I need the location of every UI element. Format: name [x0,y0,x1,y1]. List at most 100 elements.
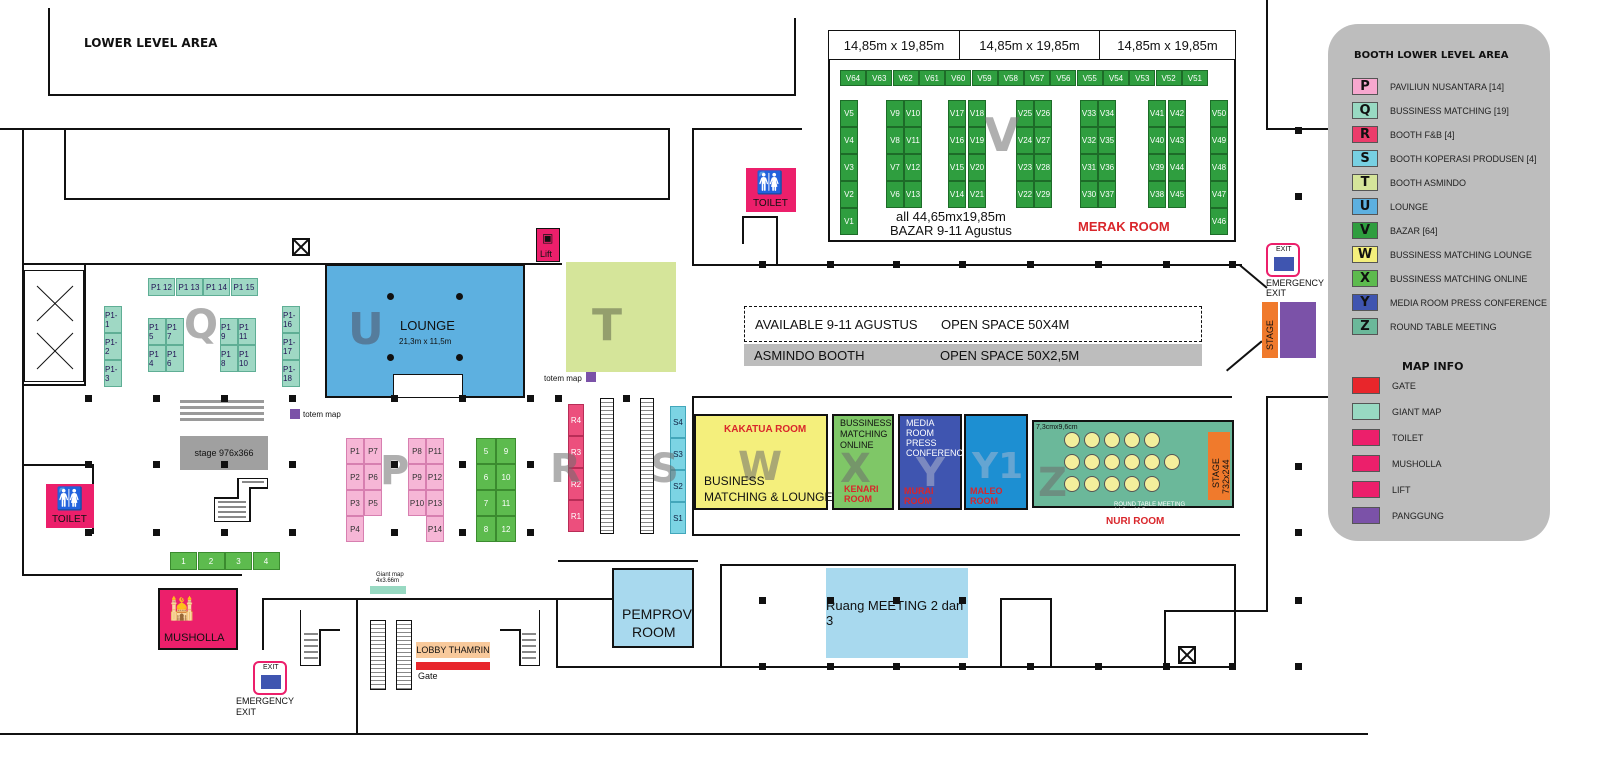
murai-room[interactable]: MEDIA ROOM PRESS CONFERENCE Y MURAI ROOM [898,414,969,510]
bazar-booth[interactable]: V18 [968,100,986,127]
p-booth[interactable]: P3 [346,490,364,516]
bazar-booth[interactable]: V3 [840,154,858,181]
green-booth[interactable]: 11 [496,490,516,516]
q-booth[interactable]: P1-2 [104,333,122,360]
green-booth[interactable]: 7 [476,490,496,516]
asmindo-booth-space[interactable]: ASMINDO BOOTH OPEN SPACE 50X2,5M [744,344,1202,366]
bazar-booth[interactable]: V7 [886,154,904,181]
bazar-booth[interactable]: V26 [1034,100,1052,127]
nuri-room[interactable]: 7,3cmx9,6cm Z ROUND TABLE MEETING STAGE … [1032,420,1234,508]
bazar-booth[interactable]: V9 [886,100,904,127]
bazar-booth[interactable]: V63 [866,70,893,86]
bazar-booth[interactable]: V51 [1181,70,1208,86]
bazar-booth[interactable]: V45 [1168,181,1186,208]
p-booth[interactable]: P13 [426,490,444,516]
s-booth[interactable]: S1 [670,502,686,534]
bazar-booth[interactable]: V6 [886,181,904,208]
stage-right[interactable]: STAGE [1262,302,1278,358]
green-booth[interactable]: 5 [476,438,496,464]
p-booth[interactable]: P10 [408,490,426,516]
bazar-booth[interactable]: V35 [1098,127,1116,154]
bazar-booth[interactable]: V61 [918,70,945,86]
green-booth[interactable]: 3 [225,552,252,570]
bazar-booth[interactable]: V31 [1080,154,1098,181]
bazar-booth[interactable]: V64 [840,70,866,86]
emergency-exit-right[interactable]: EXIT [1266,243,1300,277]
bazar-booth[interactable]: V24 [1016,127,1034,154]
bazar-booth[interactable]: V29 [1034,181,1052,208]
bazar-booth[interactable]: V50 [1210,100,1228,127]
s-booth[interactable]: S3 [670,438,686,470]
bazar-booth[interactable]: V27 [1034,127,1052,154]
pemprov-room[interactable]: PEMPROV ROOM [612,568,694,648]
lift[interactable]: ▣ Lift [536,228,560,262]
bazar-booth[interactable]: V53 [1129,70,1156,86]
bazar-booth[interactable]: V60 [945,70,972,86]
bazar-booth[interactable]: V1 [840,208,858,235]
green-booth[interactable]: 1 [170,552,197,570]
p-booth[interactable]: P11 [426,438,444,464]
q-booth[interactable]: P1 12 [148,278,175,296]
s-booth[interactable]: S2 [670,470,686,502]
bazar-booth[interactable]: V56 [1050,70,1077,86]
panggung-right[interactable] [1280,302,1316,358]
stage-z[interactable]: STAGE 732x244 [1208,432,1231,500]
bazar-booth[interactable]: V62 [892,70,919,86]
bazar-booth[interactable]: V32 [1080,127,1098,154]
q-booth[interactable]: P1-16 [282,306,300,333]
q-booth[interactable]: P1 13 [175,278,203,296]
bazar-booth[interactable]: V47 [1210,181,1228,208]
bazar-booth[interactable]: V13 [904,181,922,208]
r-booth[interactable]: R1 [568,500,584,532]
maleo-room[interactable]: Y1 MALEO ROOM [964,414,1028,510]
bazar-booth[interactable]: V5 [840,100,858,127]
q-booth[interactable]: P1 15 [230,278,258,296]
p-booth[interactable]: P6 [364,464,382,490]
bazar-booth[interactable]: V17 [948,100,966,127]
bazar-booth[interactable]: V15 [948,154,966,181]
r-booth[interactable]: R2 [568,468,584,500]
p-booth[interactable]: P7 [364,438,382,464]
q-booth[interactable]: P1 8 [220,345,238,372]
green-booth[interactable]: 9 [496,438,516,464]
bazar-booth[interactable]: V46 [1210,208,1228,235]
bazar-booth[interactable]: V8 [886,127,904,154]
green-booth[interactable]: 12 [496,516,516,542]
bazar-booth[interactable]: V34 [1098,100,1116,127]
bazar-booth[interactable]: V38 [1148,181,1166,208]
p-booth[interactable]: P4 [346,516,364,542]
bazar-booth[interactable]: V42 [1168,100,1186,127]
p-booth[interactable]: P8 [408,438,426,464]
bazar-booth[interactable]: V22 [1016,181,1034,208]
green-booth[interactable]: 10 [496,464,516,490]
emergency-exit-left[interactable]: EXIT [253,661,287,695]
bazar-booth[interactable]: V10 [904,100,922,127]
q-booth[interactable]: P1 4 [148,345,166,372]
bazar-booth[interactable]: V25 [1016,100,1034,127]
q-booth[interactable]: P1-1 [104,306,122,333]
q-booth[interactable]: P1-3 [104,360,122,387]
q-booth[interactable]: P1 7 [166,318,184,345]
gate-marker[interactable] [416,662,490,670]
p-booth[interactable]: P2 [346,464,364,490]
q-booth[interactable]: P1-17 [282,333,300,360]
r-booth[interactable]: R3 [568,436,584,468]
bazar-booth[interactable]: V30 [1080,181,1098,208]
p-booth[interactable]: P5 [364,490,382,516]
available-open-space[interactable]: AVAILABLE 9-11 AGUSTUS OPEN SPACE 50X4M [744,306,1202,342]
kakatua-room[interactable]: KAKATUA ROOM W BUSINESS MATCHING & LOUNG… [694,414,832,510]
q-booth[interactable]: P1 10 [238,345,256,372]
bazar-booth[interactable]: V16 [948,127,966,154]
meeting-room-2-3[interactable]: Ruang MEETING 2 dan 3 [826,568,968,658]
bazar-booth[interactable]: V58 [997,70,1024,86]
bazar-booth[interactable]: V14 [948,181,966,208]
p-booth[interactable]: P14 [426,516,444,542]
lobby-thamrin[interactable]: LOBBY THAMRIN [416,642,490,658]
bazar-booth[interactable]: V59 [971,70,998,86]
bazar-booth[interactable]: V57 [1024,70,1051,86]
s-booth[interactable]: S4 [670,406,686,438]
bazar-booth[interactable]: V41 [1148,100,1166,127]
bazar-booth[interactable]: V40 [1148,127,1166,154]
q-booth[interactable]: P1 6 [166,345,184,372]
green-booth[interactable]: 6 [476,464,496,490]
